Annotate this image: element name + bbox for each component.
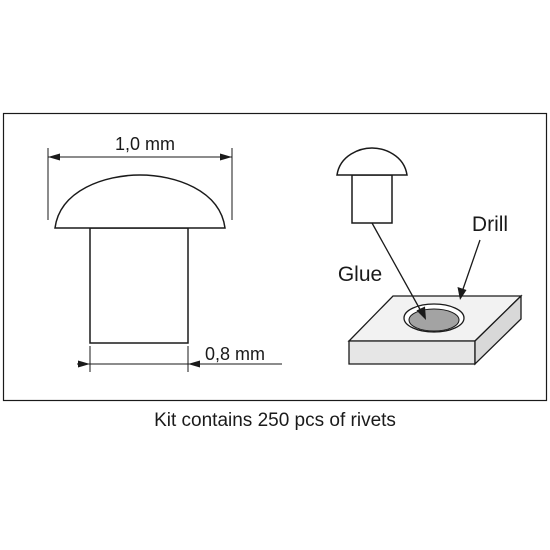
callout-glue-label: Glue: [338, 263, 382, 286]
rivet-head: [54, 174, 226, 229]
dimension-shank-label: 0,8 mm: [205, 344, 265, 364]
drilled-hole: [403, 303, 465, 333]
drill-callout: Drill: [457, 213, 508, 300]
dimension-shank-width: 0,8 mm: [77, 344, 282, 372]
kit-caption: Kit contains 250 pcs of rivets: [154, 410, 396, 431]
base-plate: [347, 294, 523, 366]
insert-arrow: [371, 222, 426, 320]
rivet-large: [54, 174, 226, 344]
dimension-width-label: 1,0 mm: [115, 134, 175, 154]
dimension-head-width: 1,0 mm: [47, 134, 233, 220]
rivet-shank: [89, 227, 189, 344]
callout-drill-label: Drill: [472, 213, 508, 236]
